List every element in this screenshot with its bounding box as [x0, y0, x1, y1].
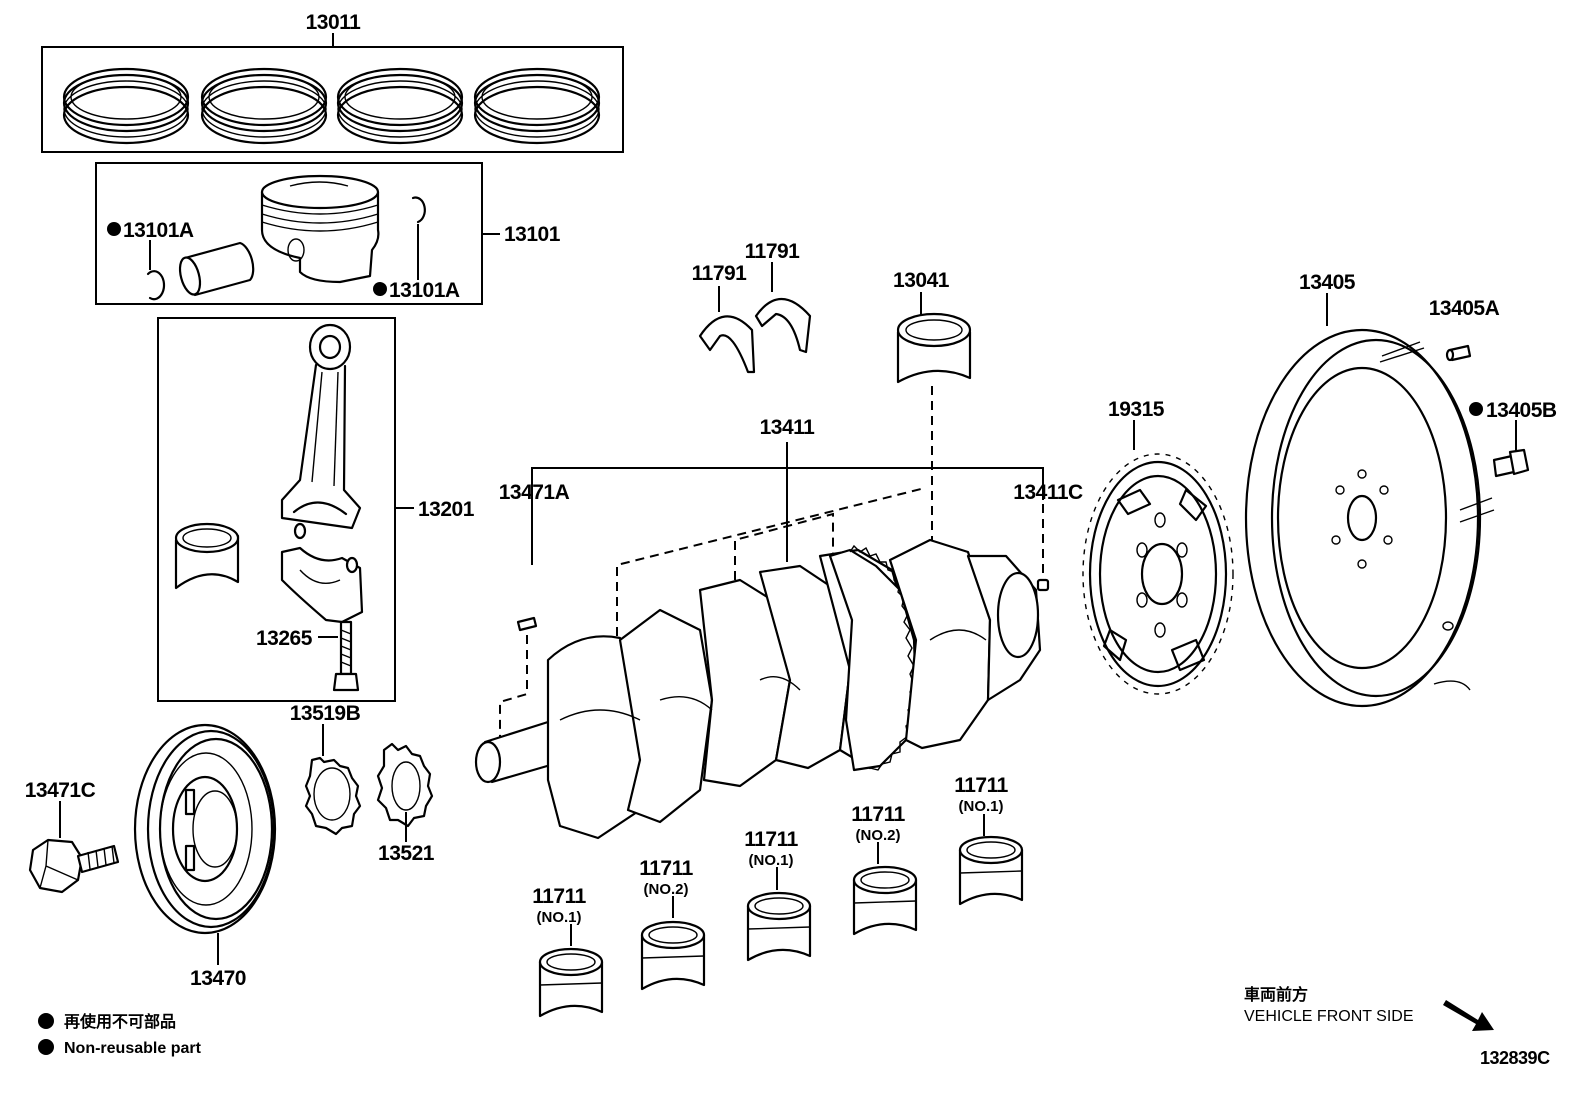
piston-body — [260, 174, 380, 284]
non-reusable-mark — [373, 282, 387, 296]
bearing-size-label: (NO.2) — [856, 827, 901, 844]
legend-label-en: Non-reusable part — [64, 1040, 202, 1057]
crankshaft-pulley — [133, 723, 277, 965]
connecting-rod-bearing — [174, 522, 240, 590]
snap-ring-right — [411, 196, 426, 224]
part-label-13405: 13405 — [1299, 271, 1356, 294]
non-reusable-mark — [38, 1039, 54, 1055]
main-bearing-4 — [852, 842, 918, 936]
part-label-11711: 11711 — [954, 774, 1008, 797]
pulley-bolt — [28, 801, 120, 894]
bearing-size-label: (NO.1) — [959, 798, 1004, 815]
vehicle-front-indicator: 車両前方 VEHICLE FRONT SIDE — [1244, 985, 1494, 1031]
non-reusable-mark — [107, 222, 121, 236]
bearing-size-label: (NO.1) — [537, 909, 582, 926]
connecting-rod-bolt — [332, 620, 360, 692]
diagram-id: 132839C — [1480, 1048, 1550, 1068]
bearing-size-label: (NO.2) — [644, 881, 689, 898]
connecting-rod-cap — [280, 546, 364, 624]
part-label-13265: 13265 — [256, 627, 313, 650]
connecting-rod-bearing-13041 — [896, 292, 972, 545]
part-label-13411: 13411 — [760, 416, 816, 439]
part-label-13041: 13041 — [893, 269, 950, 292]
part-label-19315: 19315 — [1108, 398, 1165, 421]
crankshaft-position-rotor — [1082, 420, 1234, 695]
part-label-11711: 11711 — [851, 803, 905, 826]
vehicle-front-label-en: VEHICLE FRONT SIDE — [1244, 1008, 1414, 1025]
piston-group — [95, 162, 500, 305]
crankshaft-timing-gear-13519b — [304, 724, 362, 836]
part-label-13201: 13201 — [418, 498, 475, 521]
main-bearing-5 — [958, 814, 1024, 906]
part-label-13471c: 13471C — [25, 779, 96, 802]
legend-label-jp: 再使用不可部品 — [64, 1012, 176, 1031]
thrust-washer-left — [698, 286, 756, 374]
piston-ring-frame — [41, 46, 624, 153]
piston-pin — [178, 241, 255, 297]
dowel-pin — [293, 522, 307, 540]
thrust-washer-right — [754, 262, 812, 354]
connecting-rod-group — [157, 317, 414, 702]
piston-ring-2 — [200, 67, 328, 145]
connecting-rod-frame — [157, 317, 396, 702]
main-bearing-2 — [640, 896, 706, 991]
piston-ring-4 — [473, 67, 601, 145]
crankshaft-pin — [1036, 578, 1050, 592]
main-bearing-3 — [746, 867, 812, 962]
crankshaft-key — [516, 616, 538, 632]
vehicle-front-label-jp: 車両前方 — [1244, 985, 1308, 1004]
piston-ring-1 — [62, 67, 190, 145]
crankshaft-timing-gear-13521 — [376, 742, 434, 842]
non-reusable-mark — [38, 1013, 54, 1029]
part-label-13411c: 13411C — [1013, 481, 1083, 504]
legend: 再使用不可部品 Non-reusable part — [38, 1012, 202, 1057]
front-direction-arrow-icon — [1443, 1000, 1494, 1031]
piston-ring-3 — [336, 67, 464, 145]
flywheel-bolt — [1492, 420, 1530, 478]
part-label-13011: 13011 — [306, 11, 362, 34]
part-label-13470: 13470 — [190, 967, 246, 990]
part-label-11711: 11711 — [639, 857, 693, 880]
part-label-11791: 11791 — [745, 240, 801, 263]
crankshaft — [474, 442, 1050, 840]
main-bearing-1 — [538, 924, 604, 1018]
part-label-13471a: 13471A — [499, 481, 570, 504]
part-label-11711: 11711 — [744, 828, 798, 851]
snap-ring-left — [146, 270, 166, 301]
piston-ring-set-group — [41, 33, 624, 153]
part-label-11711: 11711 — [532, 885, 586, 908]
dowel-pin — [345, 556, 359, 574]
part-label-13101a: 13101A — [389, 279, 460, 302]
part-label-13101: 13101 — [504, 223, 561, 246]
connecting-rod — [280, 323, 362, 530]
part-label-13101a: 13101A — [123, 219, 194, 242]
part-label-11791: 11791 — [692, 262, 748, 285]
bearing-size-label: (NO.1) — [749, 852, 794, 869]
non-reusable-mark — [1469, 402, 1483, 416]
part-label-13519b: 13519B — [290, 702, 361, 725]
drive-plate-flywheel — [1244, 293, 1495, 708]
part-label-13405a: 13405A — [1429, 297, 1500, 320]
part-label-13405b: 13405B — [1486, 399, 1557, 422]
part-label-13521: 13521 — [378, 842, 435, 865]
flywheel-knock-pin — [1445, 344, 1472, 362]
